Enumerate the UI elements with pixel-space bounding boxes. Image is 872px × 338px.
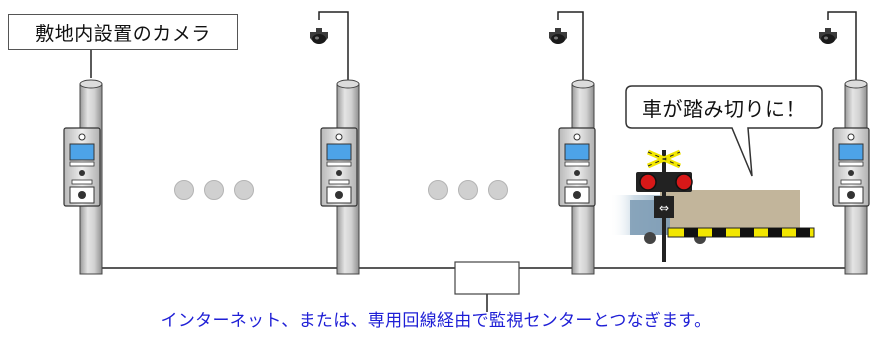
dome-camera-icon <box>819 28 837 44</box>
ellipsis-dot <box>234 180 254 200</box>
caption-text: インターネット、または、専用回線経由で監視センターとつなぎます。 <box>160 311 712 331</box>
speech-bubble-text: 車が踏み切りに！ <box>642 96 806 121</box>
dome-camera-icon <box>310 28 328 44</box>
ellipsis-dot <box>458 180 478 200</box>
network-router-box <box>454 261 520 295</box>
crossing-barrier <box>667 227 815 238</box>
intercom-device-icon <box>558 127 596 207</box>
speech-bubble <box>625 85 823 177</box>
svg-text:⇔: ⇔ <box>659 201 669 215</box>
camera-cables <box>318 11 857 82</box>
intercom-device-icon <box>320 127 358 207</box>
ellipsis-dot <box>174 180 194 200</box>
ellipsis-dot <box>204 180 224 200</box>
ellipsis-dot <box>488 180 508 200</box>
dome-camera-icon <box>549 28 567 44</box>
intercom-device-icon <box>832 127 870 207</box>
camera-label: 敷地内設置のカメラ <box>8 14 238 50</box>
intercom-device-icon <box>63 127 101 207</box>
ellipsis-dot <box>428 180 448 200</box>
crossing-signal-icon: ⇔ <box>636 149 693 262</box>
